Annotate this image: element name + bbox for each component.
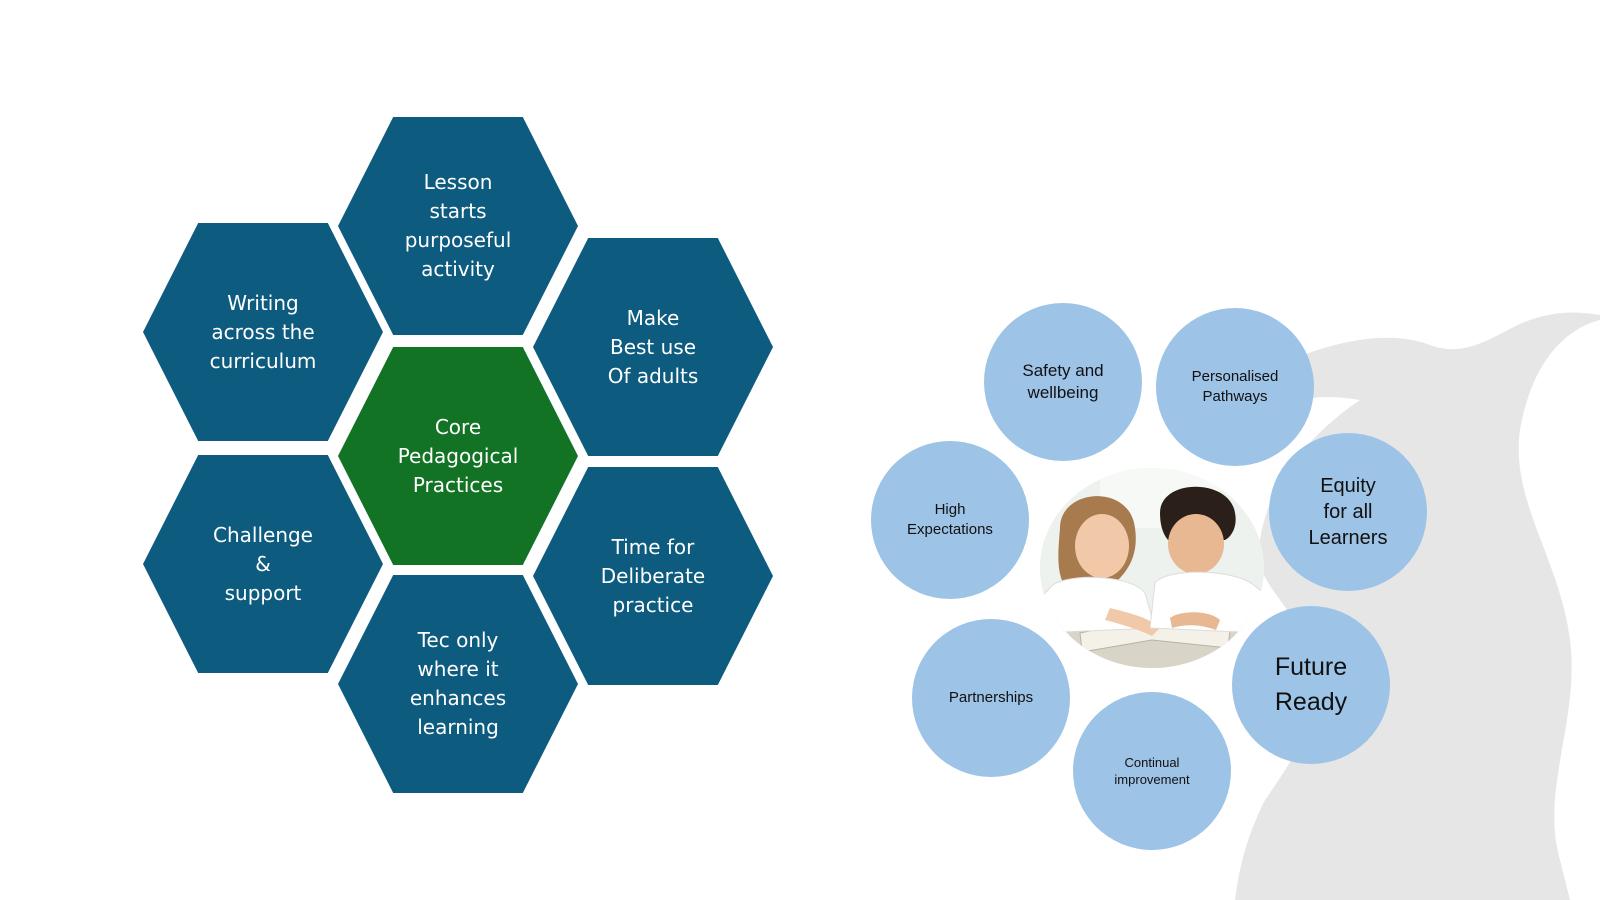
- hex-label: Writing across the curriculum: [209, 290, 317, 373]
- children-reading-illustration: [1040, 468, 1264, 668]
- hex-core-pedagogical-practices: Core Pedagogical Practices: [338, 347, 578, 565]
- circle-safety-wellbeing: Safety and wellbeing: [984, 303, 1142, 461]
- hex-label: Make Best use Of adults: [607, 305, 699, 388]
- hex-label: Tec only where it enhances learning: [409, 628, 507, 739]
- hex-lesson-starts: Lesson starts purposeful activity: [338, 117, 578, 335]
- circle-future-ready: Future Ready: [1232, 606, 1390, 764]
- hex-label: Lesson starts purposeful activity: [404, 170, 512, 281]
- hex-label: Core Pedagogical Practices: [397, 414, 519, 497]
- circle-continual-improvement: Continual improvement: [1073, 692, 1231, 850]
- circle-label: Equity for all Learners: [1308, 475, 1388, 549]
- circle-label: Partnerships: [948, 689, 1034, 706]
- hex-label: Challenge & support: [213, 522, 313, 605]
- circle-personalised-pathways: Personalised Pathways: [1156, 308, 1314, 466]
- hex-tec-only-where-enhances: Tec only where it enhances learning: [338, 575, 578, 793]
- hex-time-for-deliberate-practice: Time for Deliberate practice: [533, 467, 773, 685]
- hex-challenge-and-support: Challenge & support: [143, 455, 383, 673]
- circle-label: Future Ready: [1274, 653, 1348, 716]
- circle-equity-for-all: Equity for all Learners: [1269, 433, 1427, 591]
- hex-label: Time for Deliberate practice: [600, 534, 706, 617]
- boy-hands: [1170, 612, 1220, 630]
- girl-face: [1075, 514, 1129, 578]
- circle-label: Safety and wellbeing: [1022, 361, 1104, 402]
- circle-high-expectations: High Expectations: [871, 441, 1029, 599]
- children-reading-photo: [1040, 468, 1264, 668]
- girl-arm: [1105, 608, 1160, 636]
- circle-label: Continual improvement: [1114, 755, 1190, 787]
- hex-make-best-use-of-adults: Make Best use Of adults: [533, 238, 773, 456]
- circle-label: Personalised Pathways: [1191, 368, 1279, 405]
- hex-writing-across-curriculum: Writing across the curriculum: [143, 223, 383, 441]
- circle-label: High Expectations: [907, 501, 993, 538]
- boy-face: [1168, 514, 1224, 574]
- circle-partnerships: Partnerships: [912, 619, 1070, 777]
